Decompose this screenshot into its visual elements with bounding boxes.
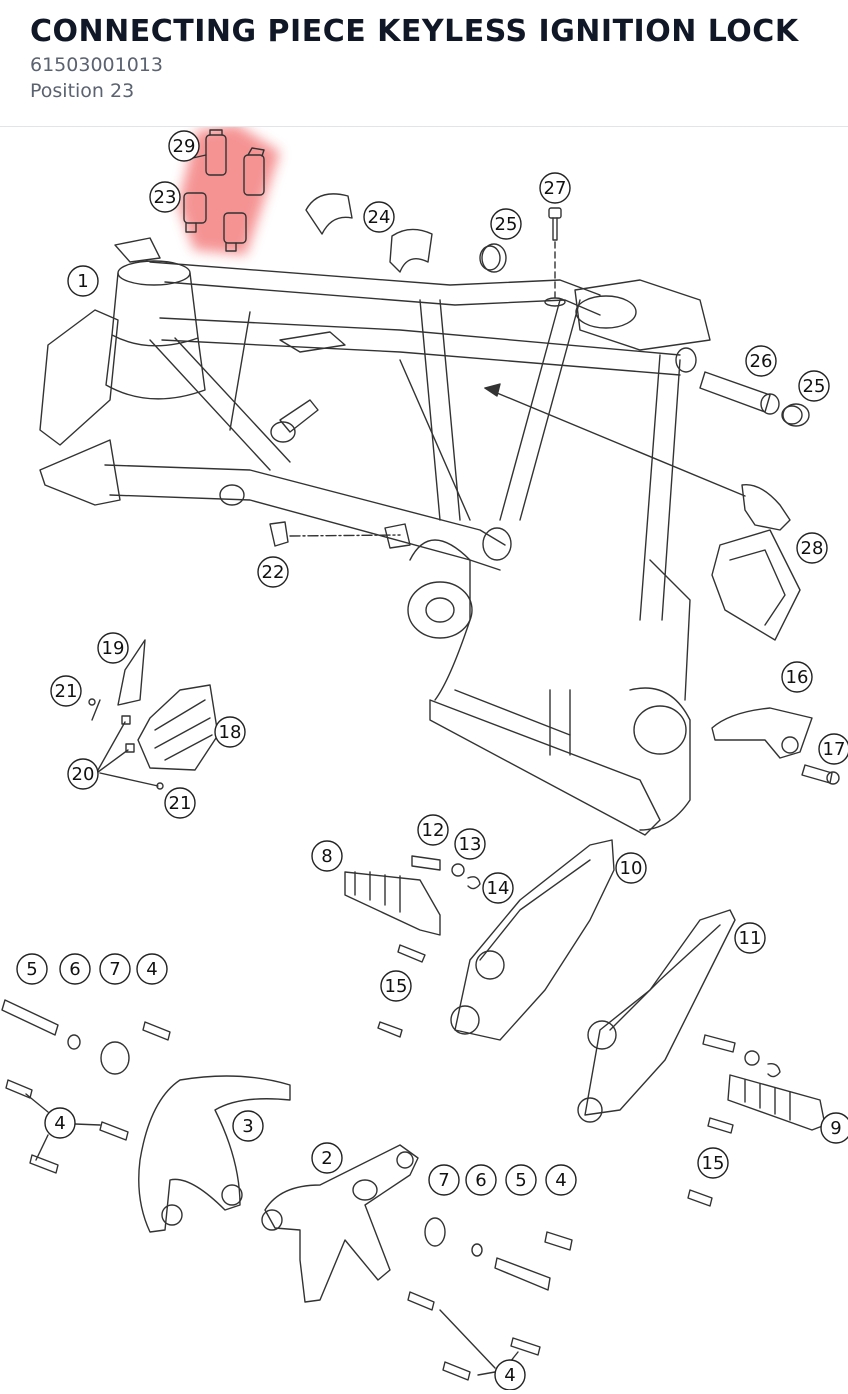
callout-6-left[interactable]: 6 — [69, 959, 80, 980]
callout-16[interactable]: 16 — [786, 667, 809, 688]
caps — [479, 243, 810, 427]
callout-27[interactable]: 27 — [544, 178, 567, 199]
callout-23[interactable]: 23 — [154, 187, 177, 208]
callout-25[interactable]: 25 — [495, 214, 518, 235]
position-label: Position 23 — [30, 80, 135, 102]
callout-28[interactable]: 28 — [801, 538, 824, 559]
callout-14[interactable]: 14 — [487, 878, 510, 899]
callout-3[interactable]: 3 — [242, 1116, 253, 1137]
callout-15-left[interactable]: 15 — [385, 976, 408, 997]
callout-17[interactable]: 17 — [823, 739, 846, 760]
callout-7-left[interactable]: 7 — [109, 959, 120, 980]
callout-26[interactable]: 26 — [750, 351, 773, 372]
callout-15-right[interactable]: 15 — [702, 1153, 725, 1174]
main-frame — [39, 237, 711, 836]
callout-21-top[interactable]: 21 — [55, 681, 78, 702]
callout-19[interactable]: 19 — [102, 638, 125, 659]
callout-4-top[interactable]: 4 — [146, 959, 157, 980]
exploded-parts-diagram: 29 23 24 25 27 1 26 25 28 22 19 21 18 20… — [0, 124, 848, 1391]
callout-10[interactable]: 10 — [620, 858, 643, 879]
callout-5-left[interactable]: 5 — [26, 959, 37, 980]
callout-25-right[interactable]: 25 — [803, 376, 826, 397]
connecting-pieces — [183, 129, 265, 252]
side-cover-assembly — [88, 639, 219, 790]
bolt-27 — [544, 207, 566, 307]
callout-7-right[interactable]: 7 — [438, 1170, 449, 1191]
keyless-bracket — [484, 383, 801, 641]
callout-12[interactable]: 12 — [422, 820, 445, 841]
right-footpeg-assembly — [577, 909, 826, 1207]
callout-18[interactable]: 18 — [219, 722, 242, 743]
callout-2[interactable]: 2 — [321, 1148, 332, 1169]
callout-1[interactable]: 1 — [77, 271, 88, 292]
leader-lines — [91, 154, 207, 787]
diagram-svg: 29 23 24 25 27 1 26 25 28 22 19 21 18 20… — [1, 124, 848, 1391]
left-footpeg-assembly — [344, 839, 615, 1041]
callout-5-right[interactable]: 5 — [515, 1170, 526, 1191]
bolt-26 — [699, 371, 780, 415]
callout-4-bottom[interactable]: 4 — [504, 1365, 515, 1386]
cable-clips — [305, 193, 433, 273]
callout-21-bottom[interactable]: 21 — [169, 793, 192, 814]
rear-footrest-bracket — [711, 707, 840, 785]
callout-22[interactable]: 22 — [262, 562, 285, 583]
lower-bracket — [261, 1144, 573, 1381]
callout-29[interactable]: 29 — [173, 136, 196, 157]
callout-8[interactable]: 8 — [321, 846, 332, 867]
callout-6-right[interactable]: 6 — [475, 1170, 486, 1191]
callout-4-right[interactable]: 4 — [555, 1170, 566, 1191]
callout-13[interactable]: 13 — [459, 834, 482, 855]
callout-circles — [16, 130, 848, 1391]
page-header: CONNECTING PIECE KEYLESS IGNITION LOCK 6… — [0, 0, 848, 127]
left-brackets — [1, 999, 291, 1233]
callout-labels: 29 23 24 25 27 1 26 25 28 22 19 21 18 20… — [26, 136, 845, 1386]
callout-9[interactable]: 9 — [830, 1118, 841, 1139]
part-22 — [269, 521, 411, 549]
callout-4-left[interactable]: 4 — [54, 1113, 65, 1134]
callout-20[interactable]: 20 — [72, 764, 95, 785]
callout-24[interactable]: 24 — [368, 207, 391, 228]
callout-11[interactable]: 11 — [739, 928, 762, 949]
page-title: CONNECTING PIECE KEYLESS IGNITION LOCK — [30, 14, 799, 49]
part-number: 61503001013 — [30, 54, 163, 76]
